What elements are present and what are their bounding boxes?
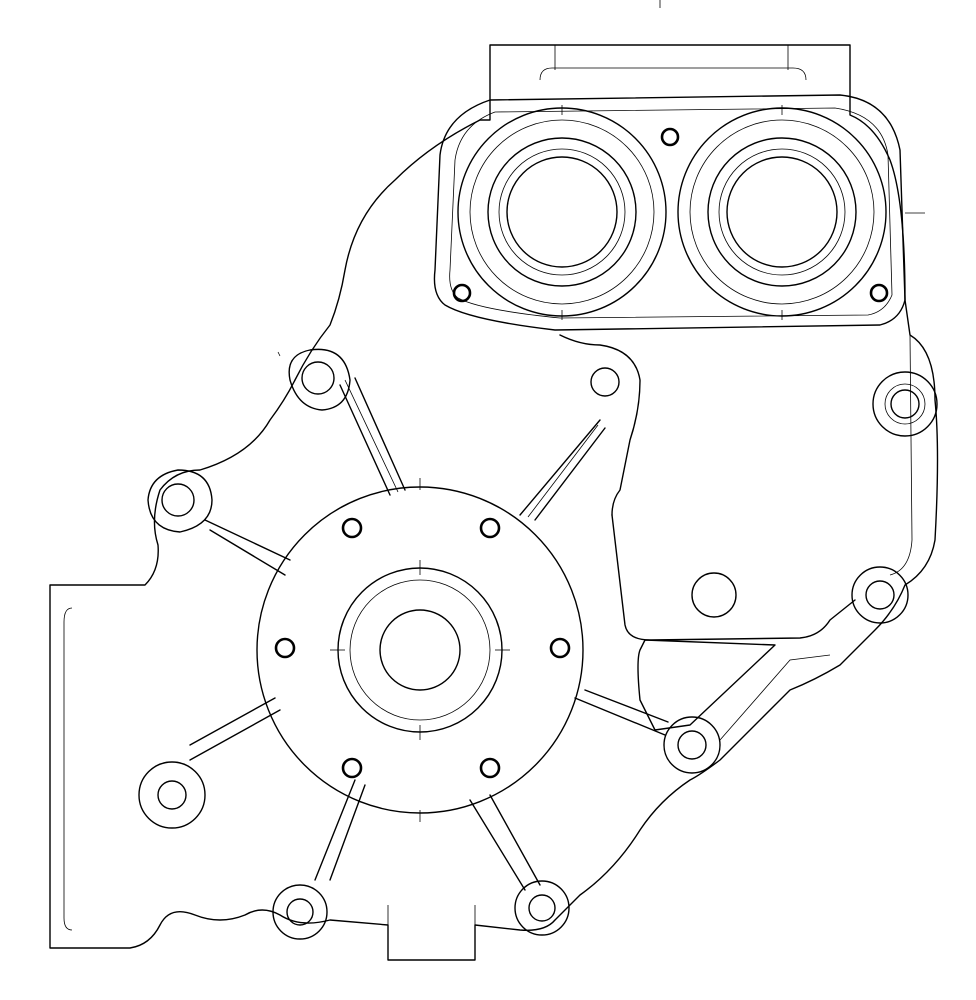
lug-bottom-right	[514, 880, 570, 936]
right-pocket	[559, 334, 913, 641]
lug-lower-right	[851, 566, 909, 624]
main-hub	[256, 486, 584, 814]
right-port	[677, 107, 887, 317]
lug-lower-left	[138, 761, 206, 829]
lug-mid-left	[147, 469, 213, 533]
bottom-pad	[387, 905, 476, 925]
lug-upper-right	[872, 371, 938, 437]
lug-bottom-left	[272, 884, 328, 940]
flange-bolt-holes	[452, 127, 889, 303]
boss-upper-center	[590, 367, 620, 397]
ribs	[189, 377, 669, 891]
left-port	[457, 107, 667, 317]
tick-marks	[277, 105, 783, 822]
lug-upper-left	[288, 348, 351, 411]
housing-outline	[49, 44, 939, 961]
twin-port-flange	[433, 94, 906, 331]
hub-bolt-holes	[274, 517, 571, 779]
lower-right-bracket	[637, 639, 831, 774]
